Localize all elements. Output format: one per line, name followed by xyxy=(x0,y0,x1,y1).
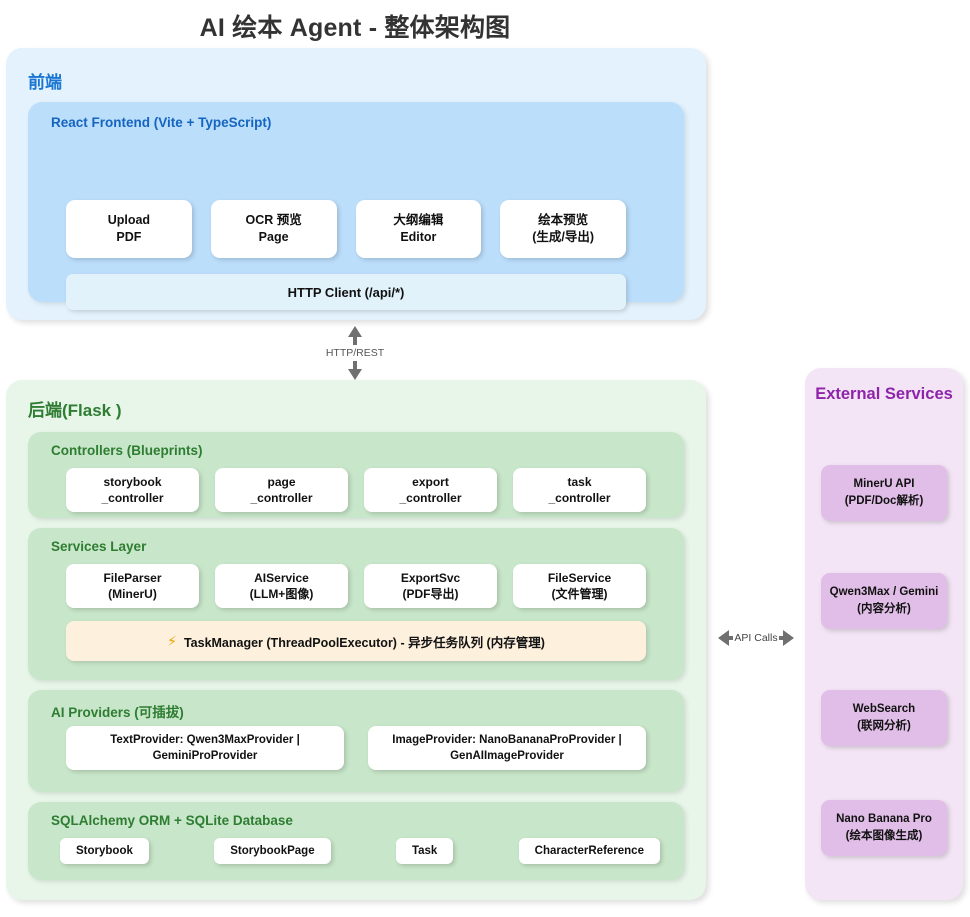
card-line-1: Nano Banana Pro xyxy=(836,813,932,826)
ai-providers-card-row: TextProvider: Qwen3MaxProvider | GeminiP… xyxy=(66,726,646,770)
arrow-stem-top xyxy=(353,337,357,345)
card-line-2: GeminiProProvider xyxy=(152,750,258,762)
controller-card-storybook[interactable]: storybook _controller xyxy=(66,468,199,512)
db-card-storybookpage[interactable]: StorybookPage xyxy=(214,838,331,864)
card-line-1: WebSearch xyxy=(852,703,916,716)
external-services-panel: External Services MinerU API (PDF/Doc解析)… xyxy=(805,368,963,900)
external-card-websearch[interactable]: WebSearch (联网分析) xyxy=(821,690,947,746)
card-line-2: _controller xyxy=(101,491,164,505)
card-line-1: Upload xyxy=(107,212,151,227)
card-line-1: storybook xyxy=(103,474,162,489)
controllers-label: Controllers (Blueprints) xyxy=(51,443,203,458)
card-line-2: _controller xyxy=(399,491,462,505)
taskmanager-bar[interactable]: ⚡ TaskManager (ThreadPoolExecutor) - 异步任… xyxy=(66,621,646,661)
card-line-2: GenAIImageProvider xyxy=(450,750,564,762)
card-line-2: Page xyxy=(258,230,289,244)
card-line-2: Editor xyxy=(400,230,437,244)
frontend-panel-label: 前端 xyxy=(28,73,62,92)
database-card-row: Storybook StorybookPage Task CharacterRe… xyxy=(60,838,660,864)
card-line-1: export xyxy=(412,474,449,489)
card-line-2: (PDF导出) xyxy=(402,587,459,601)
card-line-2: (文件管理) xyxy=(551,587,608,601)
react-frontend-panel: React Frontend (Vite + TypeScript) Uploa… xyxy=(28,102,684,310)
card-line-2: (LLM+图像) xyxy=(249,587,314,601)
backend-panel: 后端(Flask ) Controllers (Blueprints) stor… xyxy=(6,380,706,900)
services-label: Services Layer xyxy=(51,539,147,554)
db-card-task[interactable]: Task xyxy=(395,838,454,864)
backend-panel-label: 后端(Flask ) xyxy=(28,401,122,420)
frontend-card-ocr-page[interactable]: OCR 预览 Page xyxy=(210,200,337,258)
card-line-1: ExportSvc xyxy=(400,570,461,585)
database-label: SQLAlchemy ORM + SQLite Database xyxy=(51,813,293,828)
provider-card-image[interactable]: ImageProvider: NanoBananaProProvider | G… xyxy=(368,726,646,770)
card-line-1: page xyxy=(267,474,296,489)
card-line-1: FileService xyxy=(547,570,612,585)
arrow-up-group xyxy=(348,326,362,345)
arrow-right-icon xyxy=(782,630,794,646)
card-line-2: (联网分析) xyxy=(857,720,911,732)
card-line-1: MinerU API xyxy=(853,478,915,491)
card-line-1: task xyxy=(567,474,592,489)
arrow-up-icon xyxy=(348,326,362,337)
http-rest-connector: HTTP/REST xyxy=(322,326,388,380)
card-line-2: PDF xyxy=(116,230,142,244)
card-line-2: (内容分析) xyxy=(857,603,911,615)
frontend-card-row: Upload PDF OCR 预览 Page 大纲编辑 Editor 绘本预览 … xyxy=(66,200,626,258)
services-section: Services Layer FileParser (MinerU) AISer… xyxy=(28,528,684,680)
arrow-stem-right xyxy=(778,636,783,640)
page-title: AI 绘本 Agent - 整体架构图 xyxy=(199,14,511,42)
external-card-qwen3max-gemini[interactable]: Qwen3Max / Gemini (内容分析) xyxy=(821,573,947,629)
frontend-card-outline-editor[interactable]: 大纲编辑 Editor xyxy=(355,200,482,258)
services-card-row: FileParser (MinerU) AIService (LLM+图像) E… xyxy=(66,564,646,608)
card-line-1: FileParser xyxy=(103,570,162,585)
arrow-stem-left xyxy=(729,636,734,640)
provider-card-text[interactable]: TextProvider: Qwen3MaxProvider | GeminiP… xyxy=(66,726,344,770)
api-calls-connector: API Calls xyxy=(712,628,800,648)
card-line-1: ImageProvider: NanoBananaProProvider | xyxy=(392,733,622,746)
taskmanager-label: TaskManager (ThreadPoolExecutor) - 异步任务队… xyxy=(183,635,545,650)
card-line-2: _controller xyxy=(250,491,313,505)
http-client-bar: HTTP Client (/api/*) xyxy=(66,274,626,310)
card-line-1: TextProvider: Qwen3MaxProvider | xyxy=(110,733,300,746)
service-card-aiservice[interactable]: AIService (LLM+图像) xyxy=(215,564,348,608)
card-line-1: Qwen3Max / Gemini xyxy=(829,586,939,599)
card-line-2: _controller xyxy=(548,491,611,505)
service-card-exportsvc[interactable]: ExportSvc (PDF导出) xyxy=(364,564,497,608)
frontend-panel: 前端 React Frontend (Vite + TypeScript) Up… xyxy=(6,48,706,320)
external-card-nano-banana-pro[interactable]: Nano Banana Pro (绘本图像生成) xyxy=(821,800,947,856)
card-line-2: (生成/导出) xyxy=(532,230,595,244)
controller-card-task[interactable]: task _controller xyxy=(513,468,646,512)
db-card-storybook[interactable]: Storybook xyxy=(60,838,149,864)
ai-providers-label: AI Providers (可插拔) xyxy=(51,705,184,720)
card-line-2: (PDF/Doc解析) xyxy=(844,495,924,507)
react-frontend-label: React Frontend (Vite + TypeScript) xyxy=(51,115,272,130)
database-section: SQLAlchemy ORM + SQLite Database Storybo… xyxy=(28,802,684,880)
card-line-1: 绘本预览 xyxy=(538,212,589,227)
api-calls-label: API Calls xyxy=(734,632,778,644)
arrow-left-icon xyxy=(718,630,730,646)
http-rest-label: HTTP/REST xyxy=(324,347,386,359)
arrow-stem-bottom xyxy=(353,361,357,369)
controller-card-export[interactable]: export _controller xyxy=(364,468,497,512)
service-card-fileparser[interactable]: FileParser (MinerU) xyxy=(66,564,199,608)
card-line-1: AIService xyxy=(254,570,309,585)
service-card-fileservice[interactable]: FileService (文件管理) xyxy=(513,564,646,608)
controllers-card-row: storybook _controller page _controller e… xyxy=(66,468,646,512)
card-line-2: (MinerU) xyxy=(108,587,157,601)
external-services-label: External Services xyxy=(815,385,953,403)
frontend-card-storybook-preview[interactable]: 绘本预览 (生成/导出) xyxy=(500,200,626,258)
card-line-1: OCR 预览 xyxy=(245,212,302,227)
bolt-icon: ⚡ xyxy=(167,632,177,649)
card-line-2: (绘本图像生成) xyxy=(845,830,923,842)
db-card-characterreference[interactable]: CharacterReference xyxy=(518,838,660,864)
controller-card-page[interactable]: page _controller xyxy=(215,468,348,512)
card-line-1: 大纲编辑 xyxy=(393,212,444,227)
frontend-card-upload-pdf[interactable]: Upload PDF xyxy=(66,200,192,258)
arrow-down-icon xyxy=(348,369,362,380)
ai-providers-section: AI Providers (可插拔) TextProvider: Qwen3Ma… xyxy=(28,690,684,792)
arrow-down-group xyxy=(348,361,362,380)
controllers-section: Controllers (Blueprints) storybook _cont… xyxy=(28,432,684,518)
external-card-mineru-api[interactable]: MinerU API (PDF/Doc解析) xyxy=(821,465,947,521)
